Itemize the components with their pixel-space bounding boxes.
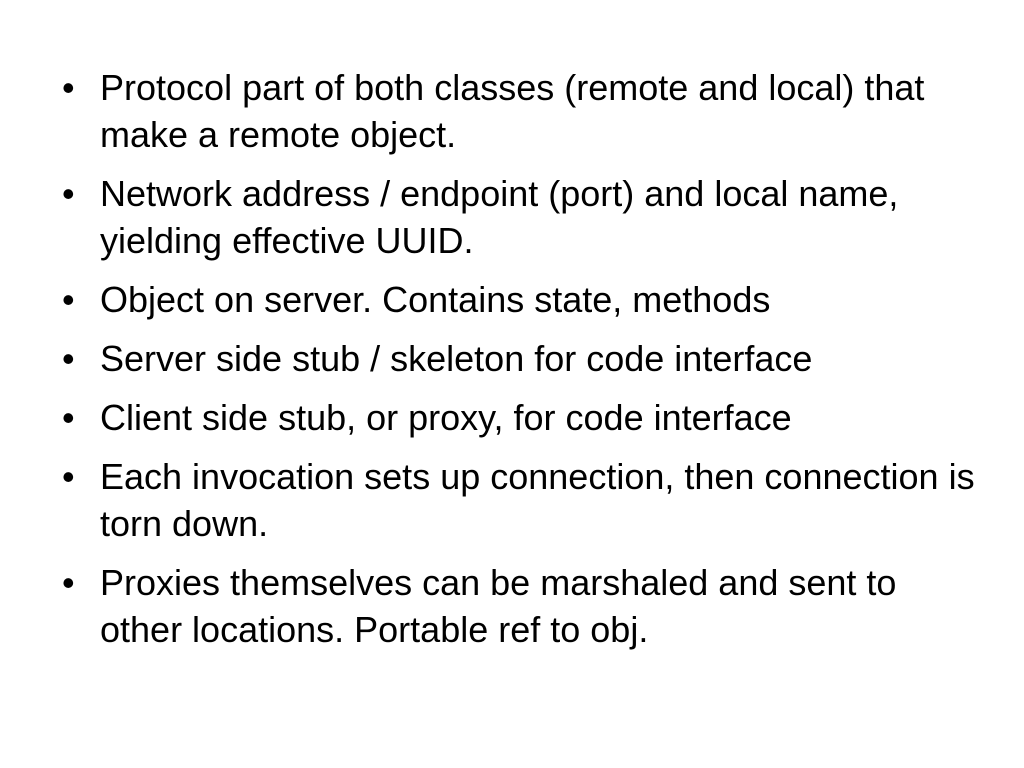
- bullet-icon: •: [62, 562, 75, 603]
- bullet-item: • Object on server. Contains state, meth…: [62, 276, 984, 323]
- bullet-icon: •: [62, 338, 75, 379]
- bullet-icon: •: [62, 67, 75, 108]
- bullet-icon: •: [62, 279, 75, 320]
- bullet-icon: •: [62, 397, 75, 438]
- bullet-text: Each invocation sets up connection, then…: [100, 456, 975, 544]
- bullet-icon: •: [62, 173, 75, 214]
- bullet-text: Protocol part of both classes (remote an…: [100, 67, 925, 155]
- bullet-text: Proxies themselves can be marshaled and …: [100, 562, 897, 650]
- bullet-text: Client side stub, or proxy, for code int…: [100, 397, 792, 438]
- bullet-list: • Protocol part of both classes (remote …: [62, 64, 984, 653]
- bullet-item: • Network address / endpoint (port) and …: [62, 170, 984, 264]
- bullet-item: • Client side stub, or proxy, for code i…: [62, 394, 984, 441]
- bullet-item: • Each invocation sets up connection, th…: [62, 453, 984, 547]
- bullet-icon: •: [62, 456, 75, 497]
- bullet-item: • Protocol part of both classes (remote …: [62, 64, 984, 158]
- bullet-text: Server side stub / skeleton for code int…: [100, 338, 813, 379]
- bullet-item: • Server side stub / skeleton for code i…: [62, 335, 984, 382]
- bullet-text: Network address / endpoint (port) and lo…: [100, 173, 899, 261]
- bullet-item: • Proxies themselves can be marshaled an…: [62, 559, 984, 653]
- bullet-text: Object on server. Contains state, method…: [100, 279, 771, 320]
